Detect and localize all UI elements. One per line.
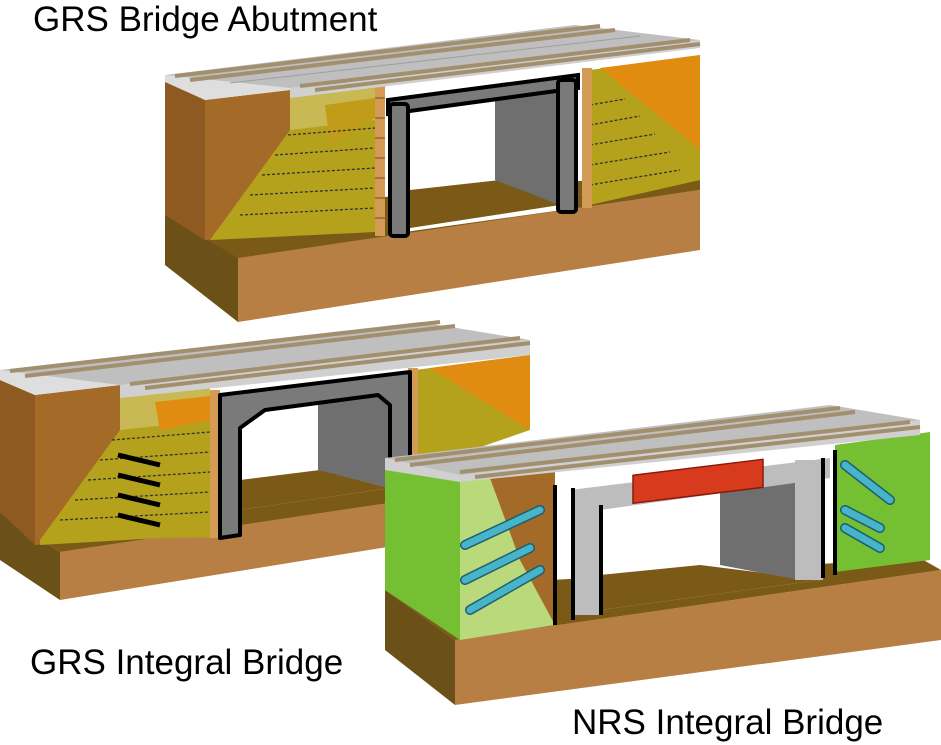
pier-right [795, 460, 823, 580]
embankment-side-face [165, 80, 205, 240]
soil-nails [461, 461, 894, 614]
facing-wall-right [408, 368, 418, 468]
geogrid-layers-left [239, 127, 376, 216]
ground-side-face [165, 215, 238, 322]
opening-back-wall [720, 482, 800, 580]
embankment-side-face [0, 380, 35, 545]
geogrid-layers-right [589, 98, 681, 186]
facing-wall-left [210, 390, 220, 538]
abutment-left [388, 102, 410, 238]
fill-bright-left [155, 396, 210, 430]
bearing-pad [632, 458, 764, 505]
nrs-integral-bridge-model [385, 405, 941, 705]
fill-right-bright [430, 355, 530, 430]
opening-floor [240, 470, 390, 510]
fill-right-bright [600, 55, 700, 150]
geogrid-layers-left [59, 431, 211, 521]
rails [9, 320, 531, 390]
reinforced-front-left [290, 80, 375, 232]
facing-wall-left [375, 78, 385, 236]
ground-front-face [238, 190, 700, 322]
pier-left [573, 490, 601, 615]
facing-blocks-left [375, 97, 385, 219]
ground-front-face [455, 570, 941, 705]
backfill-left-side [385, 460, 460, 640]
opening-back-wall [318, 392, 390, 488]
wall-lines [553, 450, 837, 625]
grs-integral-bridge-model [0, 320, 531, 600]
opening-floor [600, 565, 820, 610]
rails [174, 24, 701, 92]
facing-wall-right [582, 68, 592, 208]
ground-side-face [0, 512, 60, 600]
opening-back-wall [495, 92, 560, 205]
track-deck-top [0, 322, 530, 385]
integral-connectors [117, 452, 161, 528]
caption-nrs-integral-bridge: NRS Integral Bridge [572, 703, 884, 742]
ground-side-face [385, 590, 455, 705]
track-deck-top [385, 405, 920, 475]
track-deck-top [165, 25, 700, 88]
rails [394, 406, 921, 479]
caption-grs-integral-bridge: GRS Integral Bridge [30, 643, 344, 682]
opening-floor [410, 180, 560, 228]
abutment-right [556, 78, 578, 214]
caption-grs-bridge-abutment: GRS Bridge Abutment [33, 0, 378, 39]
grs-bridge-abutment-model [165, 24, 701, 322]
